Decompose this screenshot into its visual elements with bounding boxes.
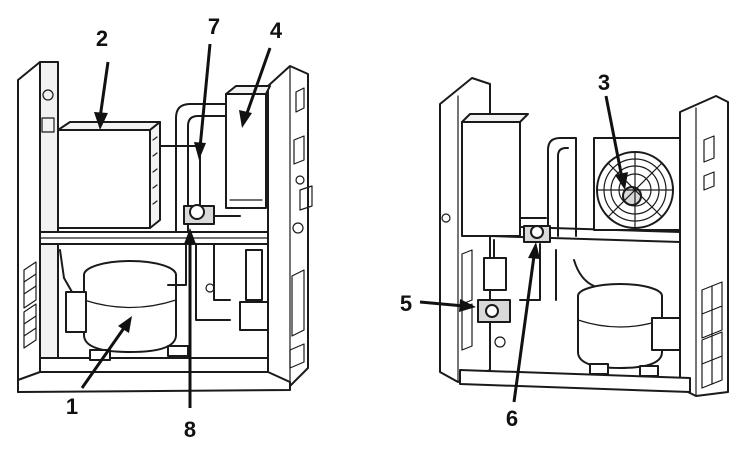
lower-pipe-b — [213, 243, 231, 301]
sight-glass-housing — [483, 257, 507, 291]
filter-drier-fitting — [189, 204, 205, 220]
tube-condenser-link — [159, 145, 201, 213]
callout-7: 7 — [208, 14, 220, 39]
left-unit-left-post-face — [39, 61, 59, 376]
callout-5: 5 — [400, 291, 412, 316]
callout-1: 1 — [66, 394, 78, 419]
compressor-start-box — [65, 291, 87, 333]
arrowhead-8 — [184, 228, 196, 244]
compressor-cable — [59, 249, 73, 293]
right-unit-evaporator-box — [461, 121, 521, 237]
tube-upper-a — [175, 103, 229, 233]
right-unit — [439, 77, 729, 397]
right-unit-compressor-body — [577, 295, 663, 369]
arrowhead-4 — [239, 110, 252, 128]
arrowhead-2 — [94, 112, 108, 130]
callout-labels: 2 7 4 1 8 3 5 6 — [66, 14, 610, 442]
left-unit-side-latch — [299, 185, 313, 211]
arrow-2 — [98, 61, 110, 119]
arrow-3 — [604, 95, 624, 179]
right-unit-tube-inner — [557, 147, 569, 237]
arrowhead-1 — [118, 316, 132, 333]
lower-pipe-a — [195, 243, 231, 321]
left-unit-post-hole — [42, 89, 54, 101]
left-unit-left-post — [17, 61, 41, 393]
arrowhead-7 — [194, 142, 206, 160]
right-unit-tube-loop — [547, 137, 577, 237]
lower-solenoid — [239, 301, 269, 331]
compressor-body — [83, 274, 177, 353]
left-unit-side-panel-opening — [291, 269, 305, 337]
left-unit-post-bracket — [41, 117, 55, 133]
right-unit-evaporator-top — [461, 113, 529, 123]
tube-upper-b — [187, 115, 229, 233]
condenser-top — [57, 121, 161, 131]
left-unit-side-vents — [23, 261, 37, 349]
left-unit — [17, 61, 313, 393]
callout-2: 2 — [96, 26, 108, 51]
arrow-1 — [80, 327, 126, 389]
callout-4: 4 — [270, 18, 283, 43]
compressor-seam — [83, 299, 177, 309]
right-unit-start-box — [651, 317, 681, 351]
compressor-foot-right — [167, 345, 189, 357]
callout-8: 8 — [184, 417, 196, 442]
right-unit-right-vents — [701, 281, 723, 389]
left-unit-base-rail — [39, 357, 269, 373]
service-valve-port — [485, 304, 499, 318]
arrowhead-3 — [615, 172, 628, 190]
arrow-4 — [244, 47, 272, 117]
arrowhead-6 — [528, 242, 540, 259]
callout-arrows — [80, 43, 628, 408]
evaporator-box — [225, 93, 267, 209]
compressor-discharge-pipe — [573, 259, 595, 287]
lower-valve-body — [245, 249, 263, 301]
evaporator-box-top — [225, 85, 271, 95]
compressor-suction-pipe — [167, 243, 187, 286]
condenser-side — [149, 121, 161, 229]
condenser-front — [57, 129, 151, 229]
condenser-fins — [152, 136, 158, 205]
arrow-6 — [512, 255, 536, 403]
arrow-7 — [198, 43, 212, 149]
arrowhead-5 — [459, 299, 476, 312]
callout-6: 6 — [506, 406, 518, 431]
callout-3: 3 — [598, 70, 610, 95]
expansion-valve-knob — [530, 225, 544, 239]
arrow-5 — [419, 300, 465, 308]
left-unit-base-floor — [17, 371, 291, 393]
